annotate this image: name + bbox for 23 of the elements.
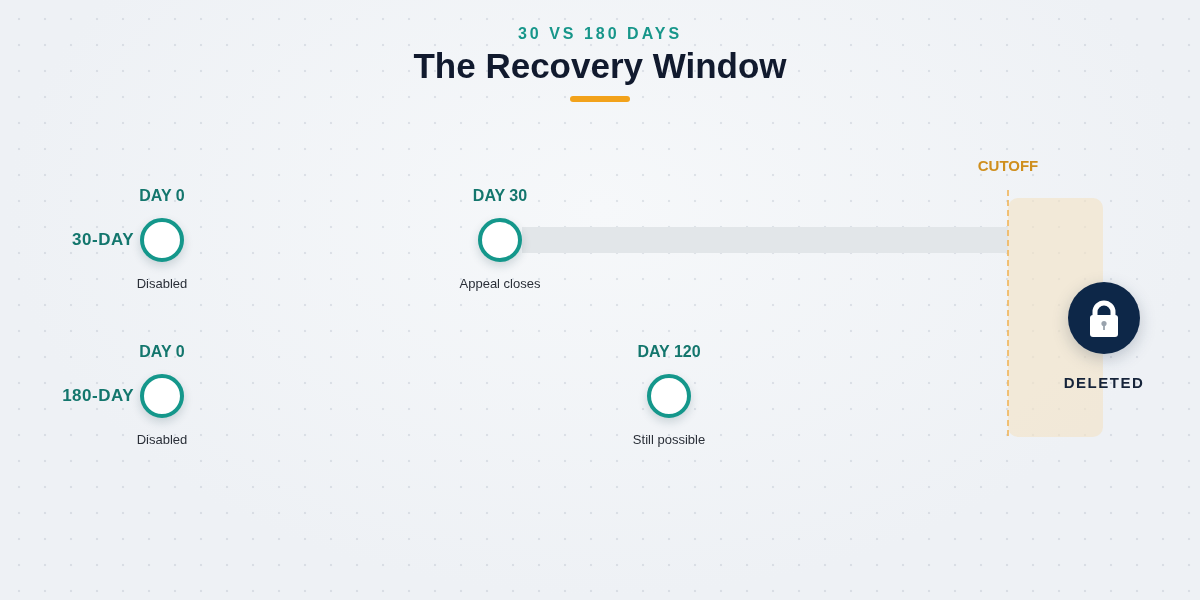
milestone-marker <box>140 218 184 262</box>
milestone-marker <box>140 374 184 418</box>
milestone-caption: Disabled <box>136 432 188 448</box>
timeline-bar <box>184 383 647 409</box>
timeline-bar <box>184 227 478 253</box>
diagram-title: The Recovery Window <box>413 45 787 87</box>
milestone-marker <box>647 374 691 418</box>
milestone-caption: Still possible <box>632 432 706 448</box>
row-label: 180-DAY <box>62 386 134 406</box>
timeline-bar <box>522 227 1008 253</box>
lock-icon <box>1068 282 1140 354</box>
day-label: DAY 0 <box>139 186 185 206</box>
cutoff-label: CUTOFF <box>977 157 1039 175</box>
day-label: DAY 0 <box>139 342 185 362</box>
day-label: DAY 30 <box>472 186 528 206</box>
milestone-marker <box>478 218 522 262</box>
subtitle: 30 VS 180 DAYS <box>517 24 683 44</box>
day-label: DAY 120 <box>637 342 701 362</box>
milestone-caption: Appeal closes <box>459 276 541 292</box>
timeline-bar <box>691 383 1008 409</box>
row-label: 30-DAY <box>72 230 134 250</box>
status-label: DELETED <box>1063 374 1145 392</box>
milestone-caption: Disabled <box>136 276 188 292</box>
